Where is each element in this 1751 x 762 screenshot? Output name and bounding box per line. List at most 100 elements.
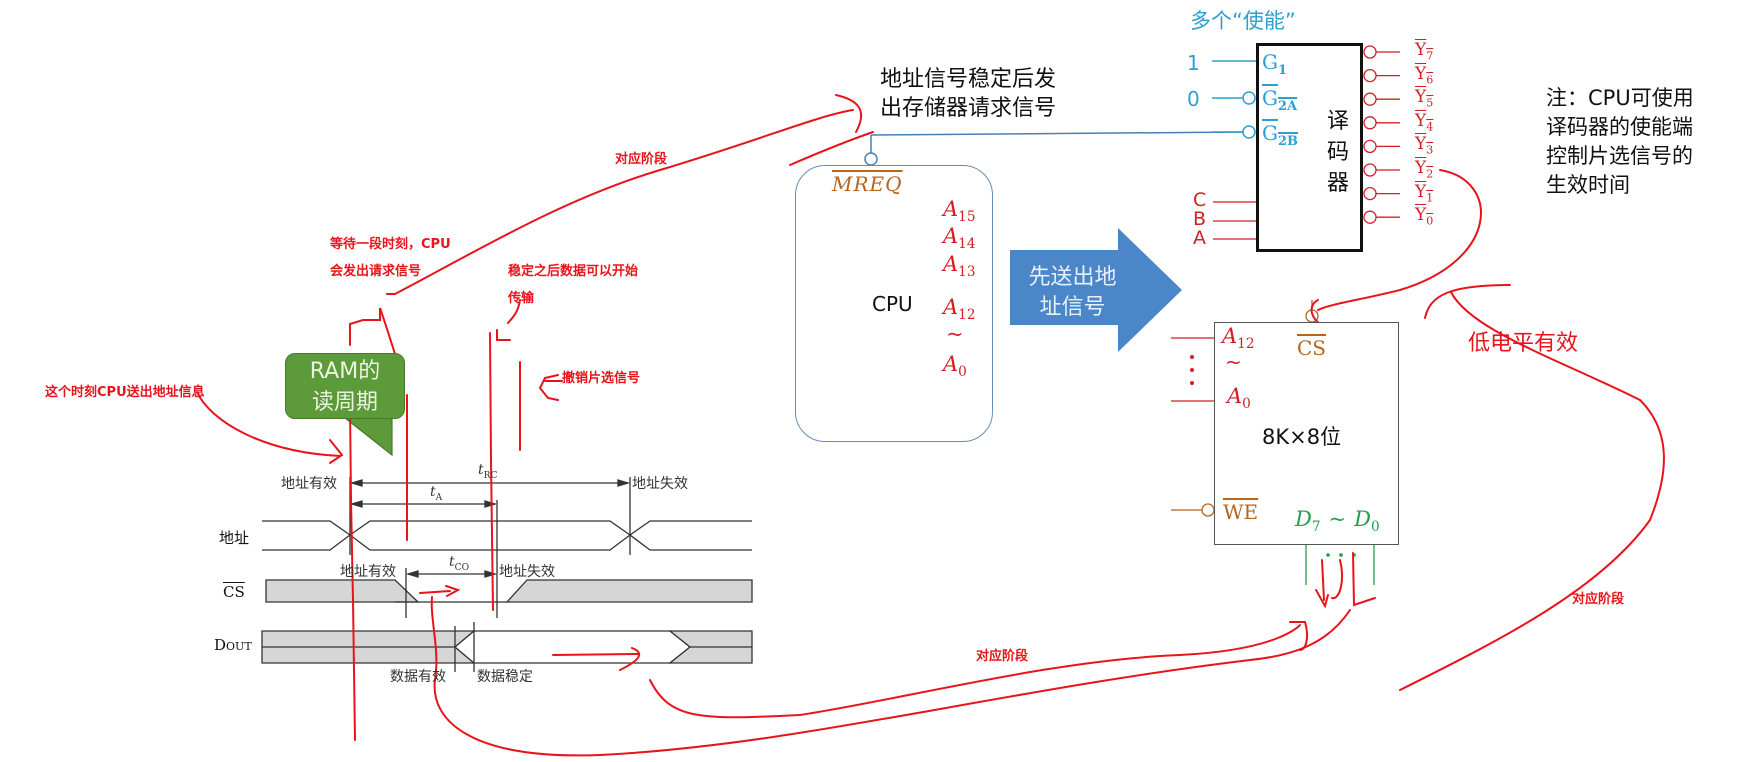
output-letter: Y — [1415, 63, 1427, 84]
trc-sub: RC — [483, 470, 498, 481]
cs-high-right — [505, 579, 753, 603]
tco-sub: CO — [454, 562, 470, 573]
cpu-note-line1: 地址信号稳定后发 — [880, 67, 1057, 92]
ta-sub: A — [435, 492, 443, 503]
cpu-pin-sub: 15 — [958, 209, 976, 226]
cpu-pin-sub: 13 — [958, 264, 976, 281]
output-letter: Y — [1415, 158, 1427, 178]
output-sub: 6 — [1426, 72, 1434, 86]
decoder-select-input: C — [1193, 189, 1207, 211]
side-note-line3: 控制片选信号的 — [1546, 144, 1693, 168]
annotation-low-level-active: 低电平有效 — [1468, 331, 1579, 356]
decoder-enable-pin: G2A — [1262, 86, 1297, 114]
hand-drawn-strokes — [196, 94, 1665, 757]
annotation-cancel-cs: 撤销片选信号 — [562, 371, 641, 386]
decoder-output-bubble — [1363, 210, 1377, 224]
ram-chip-block — [1214, 322, 1399, 545]
ram-a0-sub: 0 — [1242, 396, 1251, 413]
output-letter: Y — [1415, 181, 1427, 202]
decoder-output-label: Y2 — [1415, 158, 1433, 180]
cpu-pin-sub: 14 — [958, 236, 976, 253]
ram-addr-low: A0 — [1227, 384, 1251, 412]
ram-d0-letter: D — [1354, 507, 1371, 531]
send-address-line1: 先送出地 — [1028, 265, 1117, 290]
output-letter: Y — [1415, 134, 1427, 155]
cpu-pin: A15 — [943, 197, 976, 225]
decoder-enable-lines — [1212, 60, 1256, 139]
decoder-select-input: A — [1193, 227, 1206, 249]
ram-capacity-label: 8K×8位 — [1262, 425, 1342, 449]
send-address-arrow — [1010, 228, 1182, 352]
ram-addr-high: A12 — [1222, 324, 1255, 352]
ram-data-tilde: ~ — [1328, 507, 1347, 531]
ram-d0-sub: 0 — [1370, 519, 1380, 536]
ram-a12-letter: A — [1222, 324, 1238, 348]
cpu-pin-letter: A — [943, 352, 959, 376]
annotation-wait-line2: 会发出请求信号 — [330, 264, 422, 279]
annotation-corresponding-bottom: 对应阶段 — [976, 649, 1029, 664]
annotation-stable-line1: 稳定之后数据可以开始 — [508, 264, 639, 279]
send-address-line2: 址信号 — [1039, 295, 1106, 320]
decoder-output-label: Y5 — [1415, 87, 1433, 109]
ram-a12-sub: 12 — [1237, 336, 1255, 353]
decoder-block — [1256, 43, 1363, 252]
cpu-pin-sub: 12 — [958, 307, 976, 324]
enable-pin-letter: G — [1262, 121, 1278, 145]
decoder-select-input: B — [1193, 208, 1207, 230]
decoder-output-lines — [1363, 45, 1400, 224]
decoder-title-char: 译 — [1327, 109, 1350, 134]
annotation-corresponding-top: 对应阶段 — [615, 152, 668, 167]
decoder-output-label: Y4 — [1415, 111, 1433, 133]
cpu-pin: A12 — [943, 295, 976, 323]
decoder-output-label: Y7 — [1415, 40, 1433, 62]
dout-valid-window — [453, 630, 692, 664]
cpu-pin: A14 — [943, 224, 976, 252]
timing-trc-label: tRC — [478, 462, 497, 481]
timing-addr-invalid-top: 地址失效 — [632, 476, 688, 492]
cpu-note: 地址信号稳定后发 出存储器请求信号 — [880, 65, 1056, 123]
side-note-line2: 译码器的使能端 — [1546, 115, 1693, 139]
timing-row-dout: DOUT — [214, 636, 252, 654]
cpu-pin-letter: A — [943, 252, 959, 276]
cpu-pin: ~ — [946, 322, 964, 346]
timing-row-address: 地址 — [219, 529, 250, 547]
mreq-connection — [864, 131, 1246, 166]
decoder-title-char: 器 — [1327, 171, 1350, 196]
cpu-block — [795, 165, 993, 442]
enable-pin-sub: 2A — [1277, 99, 1298, 114]
callout-tail — [343, 417, 393, 457]
output-sub: 3 — [1426, 143, 1434, 157]
output-letter: Y — [1415, 87, 1427, 108]
annotation-wait-line1: 等待一段时刻，CPU — [330, 237, 451, 252]
output-sub: 1 — [1426, 190, 1434, 204]
dout-main: D — [214, 636, 227, 654]
output-letter: Y — [1415, 205, 1427, 226]
ram-addr-tilde: ~ — [1225, 350, 1242, 374]
output-sub: 0 — [1426, 214, 1434, 228]
output-letter: Y — [1415, 110, 1427, 131]
annotation-stable-line2: 传输 — [508, 291, 535, 306]
timing-tco-label: tCO — [449, 554, 469, 573]
timing-ta-label: tA — [430, 484, 442, 503]
cpu-label: CPU — [872, 292, 913, 316]
output-sub: 5 — [1426, 96, 1434, 110]
decoder-output-bubble — [1363, 116, 1377, 130]
decoder-output-bubble — [1363, 139, 1377, 154]
decoder-output-label: Y1 — [1415, 182, 1433, 204]
enable-pin-sub: 1 — [1277, 63, 1288, 78]
timing-addr-valid-cs: 地址有效 — [340, 564, 396, 580]
cs-high-left — [265, 579, 420, 603]
address-bus-waveform — [262, 520, 752, 536]
output-sub: 2 — [1426, 167, 1434, 181]
annotation-cpu-sends-address: 这个时刻CPU送出地址信息 — [45, 385, 205, 400]
decoder-enable-heading: 多个“使能” — [1190, 9, 1296, 33]
address-bus-waveform-lower — [262, 534, 752, 551]
decoder-output-bubble — [1363, 92, 1377, 106]
decoder-output-bubble — [1363, 186, 1377, 201]
cpu-pin-letter: A — [943, 197, 959, 221]
decoder-enable-pin: G2B — [1262, 121, 1298, 149]
decoder-enable-pin: G1 — [1262, 50, 1287, 78]
timing-data-valid: 数据有效 — [390, 669, 446, 685]
